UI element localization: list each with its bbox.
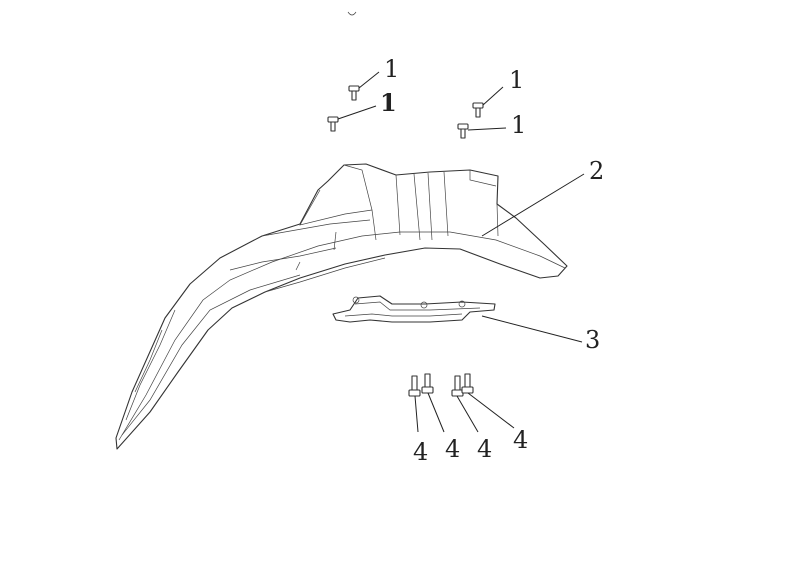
callout-4d: 4 <box>513 426 528 454</box>
bolt-4d <box>461 373 474 394</box>
screw-1a <box>348 85 360 101</box>
screw-1c <box>472 102 484 118</box>
callout-1d: 1 <box>511 111 526 139</box>
fender-cover <box>115 163 568 450</box>
callout-4b: 4 <box>445 435 460 463</box>
callout-1b: 1 <box>380 88 397 117</box>
mounting-bracket <box>332 295 496 323</box>
top-cropped-mark <box>347 11 357 16</box>
callout-4c: 4 <box>477 435 492 463</box>
screw-1b <box>327 116 339 132</box>
screw-1d <box>457 123 469 139</box>
bolt-4a <box>408 375 421 397</box>
bolt-4c <box>451 375 464 397</box>
callout-1a: 1 <box>384 55 399 83</box>
callout-1c: 1 <box>509 66 524 94</box>
callout-2: 2 <box>589 157 604 185</box>
callout-4a: 4 <box>413 438 428 466</box>
callout-3: 3 <box>585 326 600 354</box>
bolt-4b <box>421 373 434 394</box>
